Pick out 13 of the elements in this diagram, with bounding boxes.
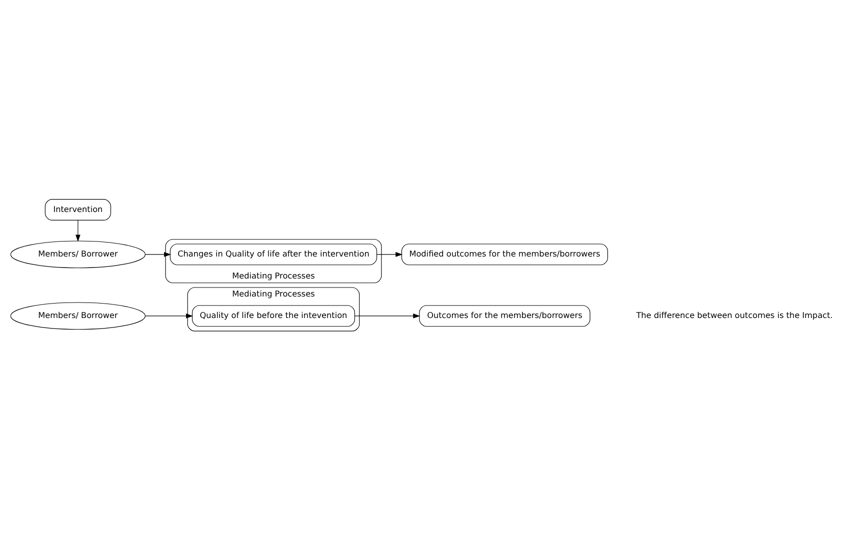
- node-box: Modified outcomes for the members/borrowers: [401, 244, 608, 266]
- node-ellipse: Members/ Borrower: [10, 240, 146, 268]
- node-ellipse: Members/ Borrower: [10, 302, 146, 330]
- arrow: [76, 220, 80, 242]
- node-box: Quality of life before the intevention: [192, 305, 356, 327]
- arrow: [354, 314, 420, 318]
- arrow: [145, 252, 172, 257]
- label: The difference between outcomes is the Impact.: [636, 310, 833, 320]
- node-box: Intervention: [44, 199, 112, 220]
- node-box: Changes in Quality of life after the intervention: [170, 244, 378, 266]
- node-box: Outcomes for the members/borrowers: [419, 305, 590, 327]
- arrow: [376, 252, 403, 257]
- arrow: [145, 314, 194, 318]
